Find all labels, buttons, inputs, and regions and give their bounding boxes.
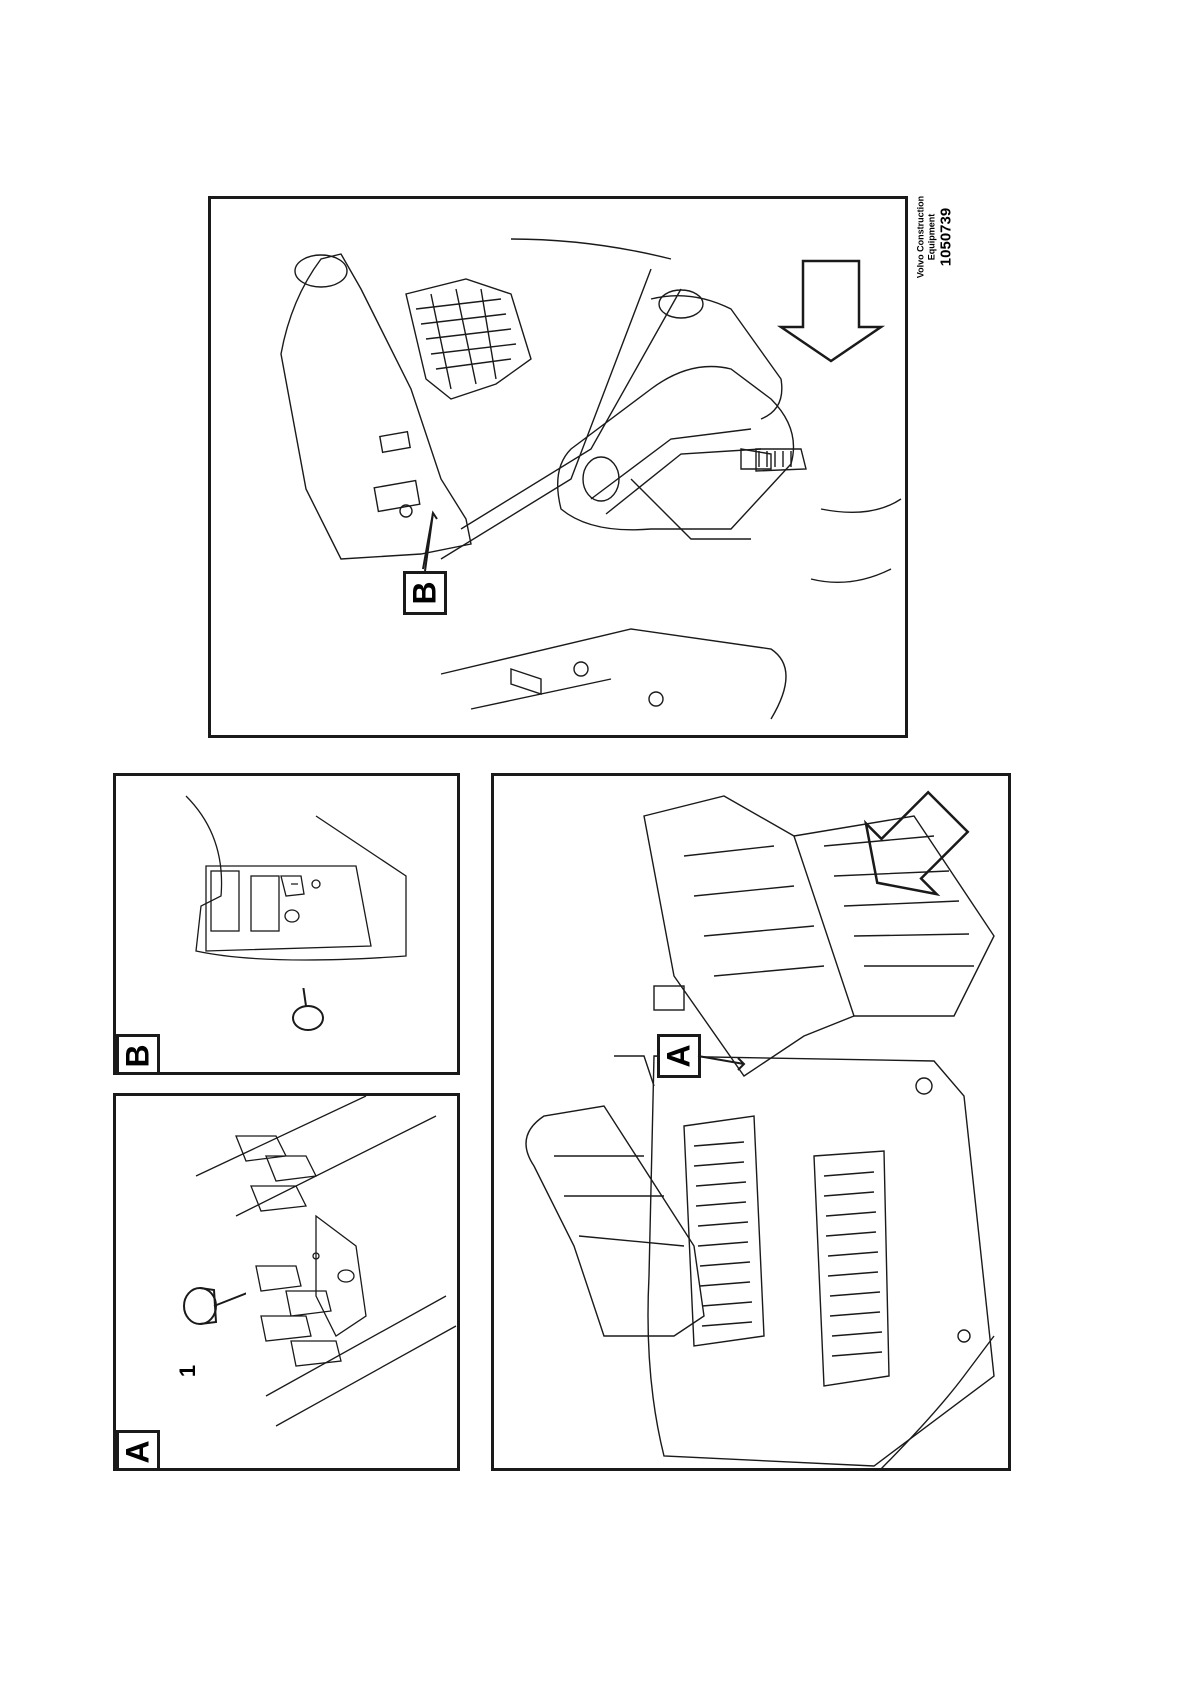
detail-b-panel: 2 B [113, 773, 460, 1075]
rear-seat-stitching [554, 1155, 685, 1247]
detail-a-slots-lower [255, 1265, 342, 1367]
panel-bracket [379, 430, 411, 454]
seat-cushion [556, 365, 795, 531]
detail-a-label: A [116, 1430, 160, 1468]
plug-part-1-icon [183, 1287, 246, 1325]
a-callout-pointer-base [614, 1055, 655, 1087]
plug-hole-b [399, 504, 413, 518]
lower-view-drawing [525, 795, 995, 1468]
seat-stitching [590, 428, 762, 515]
cover-bolt-2 [957, 1329, 971, 1343]
front-seat-slats [683, 845, 825, 977]
background-lines [810, 498, 902, 583]
figure-credit: Volvo Construction Equipment 1050739 [905, 182, 965, 292]
part-number-2: 2 [275, 1073, 301, 1075]
detail-b-screw [311, 879, 321, 889]
organization-line-1: Volvo Construction [915, 195, 926, 279]
detail-b-cutout-2 [250, 875, 280, 932]
callout-b-leader [422, 510, 438, 572]
callout-b-label: B [403, 571, 447, 615]
cover-bolt [915, 1077, 933, 1095]
front-seat-handle [653, 985, 685, 1011]
rear-panel-outline [280, 253, 472, 560]
figure-number: 1050739 [937, 207, 955, 267]
part-number-1: 1 [175, 1364, 201, 1378]
armrest [650, 295, 783, 420]
direction-arrow-main [776, 259, 886, 363]
main-view-drawing [280, 238, 902, 720]
cover-vent-region-1 [683, 1115, 765, 1347]
armrest-end [658, 289, 704, 319]
cover-vent-slots [693, 1141, 883, 1357]
detail-b-plug-seat [284, 909, 300, 923]
front-seat [643, 795, 855, 1077]
detail-a-recess [315, 1214, 367, 1337]
grille-dividers [430, 288, 497, 390]
organization-line-2: Equipment [926, 213, 937, 261]
detail-b-plate [205, 865, 372, 952]
plug-part-2-icon [292, 988, 324, 1031]
grille-frame [793, 815, 995, 1017]
console-switch [510, 668, 542, 695]
callout-a-leader [697, 1055, 746, 1071]
detail-b-label: B [116, 1034, 160, 1072]
grille-outline [405, 278, 532, 400]
detail-a-edges [195, 1096, 457, 1427]
pedal-grip [755, 448, 807, 472]
detail-b-bracket [280, 875, 305, 897]
detail-a-panel: 1 A [113, 1093, 460, 1471]
grille-lines [823, 835, 974, 967]
detail-a-hole [312, 1252, 320, 1260]
panel-cutout [373, 479, 421, 513]
detail-a-slots-upper [235, 1135, 317, 1212]
rear-seat [525, 1105, 705, 1337]
seat-knob [582, 456, 620, 502]
floor-lines [440, 238, 682, 560]
console-body [440, 628, 787, 720]
console-bolt [573, 661, 589, 677]
console-bolt-2 [648, 691, 664, 707]
lever-base [630, 448, 772, 540]
main-view-panel: B [208, 196, 908, 738]
frame-line [880, 1335, 995, 1468]
detail-a-plug-seat [337, 1269, 355, 1283]
direction-arrow-lower [863, 790, 970, 897]
detail-a-drawing [195, 1096, 457, 1427]
cover-panel [647, 1055, 995, 1467]
detail-b-panel-outline [185, 795, 407, 961]
detail-b-drawing [185, 795, 407, 961]
cover-vent-region-2 [813, 1150, 890, 1387]
duct-opening [294, 254, 348, 288]
lower-view-panel: A [491, 773, 1011, 1471]
detail-b-cutout-1 [210, 870, 240, 932]
